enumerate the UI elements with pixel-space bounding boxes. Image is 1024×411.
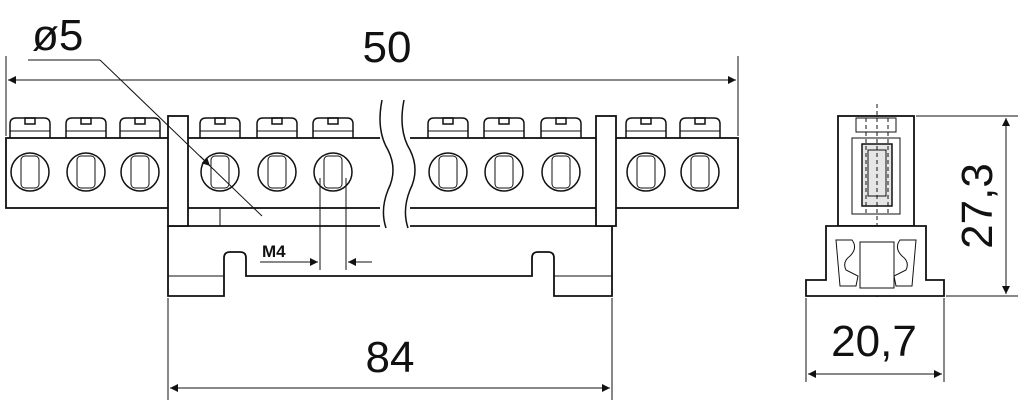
terminal xyxy=(9,117,51,192)
end-post-left xyxy=(167,115,189,227)
terminal xyxy=(540,117,582,192)
height-label: 27,3 xyxy=(953,163,1002,249)
dimension-84-label: 84 xyxy=(366,333,415,382)
break-lines xyxy=(379,99,416,230)
end-post-right xyxy=(595,115,617,227)
dimension-diameter: ø5 xyxy=(28,11,263,217)
terminal-bar xyxy=(5,137,739,209)
din-rail-base xyxy=(167,225,613,297)
terminal xyxy=(119,117,161,192)
dimension-50: 50 xyxy=(5,23,739,136)
terminal xyxy=(199,117,241,192)
terminal xyxy=(483,117,525,192)
terminal xyxy=(256,117,298,192)
terminal xyxy=(65,117,107,192)
thread-label: M4 xyxy=(262,242,286,261)
dimension-m4: M4 xyxy=(260,178,372,270)
dimension-50-label: 50 xyxy=(363,23,412,72)
dimension-84: 84 xyxy=(167,298,613,400)
terminal xyxy=(679,117,721,192)
terminal xyxy=(625,117,667,192)
diameter-label: ø5 xyxy=(32,11,83,60)
terminal xyxy=(427,117,469,192)
terminal xyxy=(312,117,354,192)
dimension-width: 20,7 xyxy=(805,298,945,382)
side-view: 27,3 20,7 xyxy=(805,104,1018,382)
width-label: 20,7 xyxy=(831,317,917,366)
front-view: 50 ø5 M4 84 xyxy=(5,11,739,400)
terminals xyxy=(9,117,721,192)
dimension-height: 27,3 xyxy=(916,115,1018,297)
